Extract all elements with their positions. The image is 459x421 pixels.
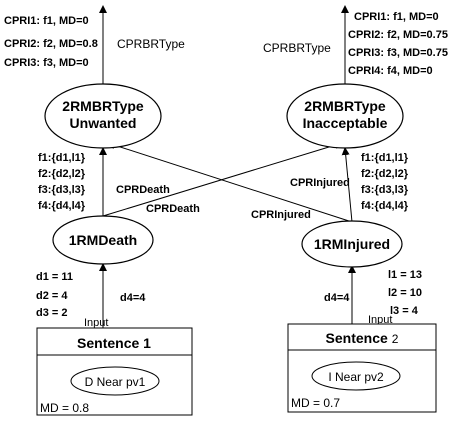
cpri-right-2: CPRI2: f2, MD=0.75 bbox=[348, 29, 448, 41]
node-unwanted-line1: 2RMBRType bbox=[62, 98, 144, 114]
d-value-2: d2 = 4 bbox=[36, 290, 68, 302]
node-2rmbr-unwanted: 2RMBRType Unwanted bbox=[44, 83, 162, 149]
cpri-list-left: CPRI1: f1, MD=0 CPRI2: f2, MD=0.8 CPRI3:… bbox=[4, 15, 98, 69]
node-inacceptable-line1: 2RMBRType bbox=[304, 98, 386, 114]
node-1rm-death: 1RMDeath bbox=[52, 215, 154, 265]
sentence-1-md: MD = 0.8 bbox=[40, 401, 89, 415]
feat-right-4: f4:{d4,l4} bbox=[361, 200, 409, 212]
cprbr-type-label-right: CPRBRType bbox=[263, 41, 331, 55]
cpri-right-1: CPRI1: f1, MD=0 bbox=[354, 11, 439, 23]
d-value-1: d1 = 11 bbox=[36, 271, 73, 283]
sentence-2-md: MD = 0.7 bbox=[291, 396, 340, 410]
feat-right-1: f1:{d1,l1} bbox=[361, 152, 409, 164]
node-death-label: 1RMDeath bbox=[69, 232, 137, 248]
sentence-2-pv: I Near pv2 bbox=[328, 370, 384, 384]
input-label-left: Input bbox=[84, 317, 108, 329]
input-label-right: Input bbox=[368, 314, 392, 326]
feat-left-3: f3:{d3,l3} bbox=[38, 184, 86, 196]
edge-label-cprinjured-upper: CPRInjured bbox=[290, 177, 350, 189]
cpri-right-4: CPRI4: f4, MD=0 bbox=[348, 65, 433, 77]
node-injured-label: 1RMInjured bbox=[314, 236, 390, 252]
feat-left-1: f1:{d1,l1} bbox=[38, 152, 86, 164]
feature-list-left: f1:{d1,l1} f2:{d2,l2} f3:{d3,l3} f4:{d4,… bbox=[38, 152, 86, 212]
feat-left-2: f2:{d2,l2} bbox=[38, 168, 86, 180]
sentence-1-pv: D Near pv1 bbox=[85, 375, 146, 389]
feat-left-4: f4:{d4,l4} bbox=[38, 200, 86, 212]
node-2rmbr-inacceptable: 2RMBRType Inacceptable bbox=[286, 83, 404, 149]
edge-injured-to-inacceptable bbox=[341, 147, 353, 223]
cpri-right-3: CPRI3: f3, MD=0.75 bbox=[348, 47, 448, 59]
sentence-1-title: Sentence 1 bbox=[77, 335, 151, 351]
d4-label-left: d4=4 bbox=[120, 292, 146, 304]
d-value-3: d3 = 2 bbox=[36, 307, 68, 319]
node-1rm-injured: 1RMInjured bbox=[301, 220, 403, 268]
edge-label-cprdeath-upper: CPRDeath bbox=[116, 184, 170, 196]
edge-label-cprdeath-lower: CPRDeath bbox=[146, 203, 200, 215]
l-value-1: l1 = 13 bbox=[388, 269, 422, 281]
edge-death-to-inacceptable bbox=[102, 141, 343, 217]
l-values: l1 = 13 l2 = 10 l3 = 4 bbox=[388, 269, 422, 317]
node-unwanted-line2: Unwanted bbox=[70, 115, 137, 131]
cpri-left-2: CPRI2: f2, MD=0.8 bbox=[4, 38, 98, 50]
d4-label-right: d4=4 bbox=[324, 292, 350, 304]
sentence-1-box: Sentence 1 D Near pv1 MD = 0.8 bbox=[36, 327, 193, 416]
feature-list-right: f1:{d1,l1} f2:{d2,l2} f3:{d3,l3} f4:{d4,… bbox=[361, 152, 409, 212]
cpri-left-3: CPRI3: f3, MD=0 bbox=[4, 57, 89, 69]
node-inacceptable-line2: Inacceptable bbox=[303, 115, 388, 131]
feat-right-3: f3:{d3,l3} bbox=[361, 184, 409, 196]
d-values: d1 = 11 d2 = 4 d3 = 2 bbox=[36, 271, 73, 319]
cprbr-type-label-left: CPRBRType bbox=[117, 37, 185, 51]
l-value-3: l3 = 4 bbox=[390, 305, 419, 317]
edge-label-cprinjured-lower: CPRInjured bbox=[251, 209, 311, 221]
cpri-list-right: CPRI1: f1, MD=0 CPRI2: f2, MD=0.75 CPRI3… bbox=[348, 11, 448, 77]
cpri-left-1: CPRI1: f1, MD=0 bbox=[4, 15, 89, 27]
l-value-2: l2 = 10 bbox=[388, 287, 422, 299]
feat-right-2: f2:{d2,l2} bbox=[361, 168, 409, 180]
edge-injured-to-unwanted bbox=[107, 141, 353, 223]
